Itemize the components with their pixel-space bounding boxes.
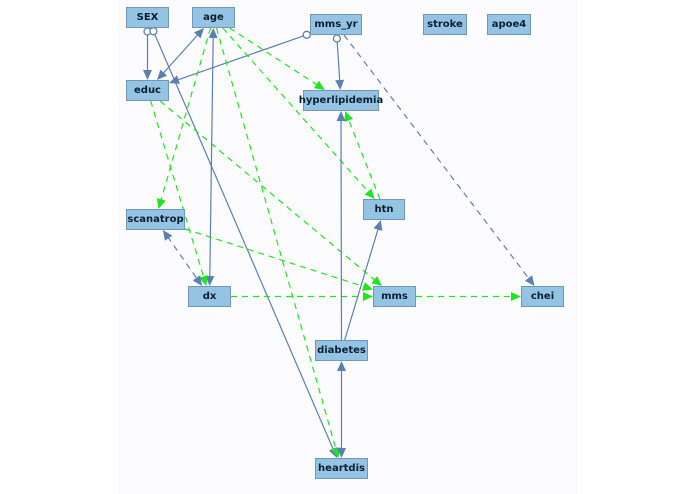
edge-age-to-heartdis-line xyxy=(215,27,337,451)
node-educ[interactable]: educ xyxy=(126,80,169,101)
node-dx[interactable]: dx xyxy=(188,286,231,307)
node-age[interactable]: age xyxy=(192,7,235,28)
edge-mms-yr-to-hyperlipidemia-line xyxy=(336,41,341,83)
edge-sex-to-educ[interactable] xyxy=(143,27,152,80)
edge-scanatrop-to-mms-line xyxy=(184,228,366,288)
node-mms[interactable]: mms xyxy=(373,286,416,307)
edge-diabetes-to-htn[interactable] xyxy=(344,220,383,341)
edge-mms-to-chei-head xyxy=(511,292,521,301)
edge-scanatrop-to-dx[interactable] xyxy=(162,230,203,286)
edge-diabetes-to-htn-line xyxy=(344,227,380,341)
edge-educ-to-dx-line xyxy=(150,100,205,279)
edge-sex-to-educ-head xyxy=(143,70,152,80)
edge-mms-yr-to-educ-head xyxy=(169,75,180,84)
edge-age-to-scanatrop-line xyxy=(160,27,212,202)
edge-mms-yr-to-hyperlipidemia-tail-circle xyxy=(332,34,342,43)
edge-dx-to-mms[interactable] xyxy=(231,292,373,301)
node-stroke[interactable]: stroke xyxy=(423,14,467,35)
edge-age-to-educ-head xyxy=(157,69,167,80)
node-hyperlipidemia[interactable]: hyperlipidemia xyxy=(299,90,383,111)
node-chei[interactable]: chei xyxy=(521,286,564,307)
edge-diabetes-to-htn-head xyxy=(373,220,383,231)
node-sex[interactable]: SEX xyxy=(126,7,169,28)
node-htn[interactable]: htn xyxy=(363,199,405,220)
edge-age-to-dx-tail-head xyxy=(208,28,218,39)
node-scanatrop[interactable]: scanatrop xyxy=(126,209,185,230)
edge-mms-yr-to-chei-line xyxy=(343,34,531,280)
edge-educ-to-dx[interactable] xyxy=(150,100,208,286)
edge-diabetes-to-heartdis-tail-head xyxy=(337,361,346,371)
edge-mms-yr-to-chei-head xyxy=(524,275,535,286)
edge-htn-to-hyperlipidemia-line xyxy=(347,118,381,200)
node-mms-yr[interactable]: mms_yr xyxy=(310,14,362,35)
edge-mms-yr-to-chei[interactable] xyxy=(343,34,535,286)
edge-mms-yr-to-educ-line xyxy=(176,35,304,81)
node-apoe4[interactable]: apoe4 xyxy=(487,14,531,35)
edge-diabetes-to-hyperlipidemia-line xyxy=(340,118,343,341)
edge-mms-yr-to-educ[interactable] xyxy=(169,30,311,84)
edge-sex-to-heartdis-line xyxy=(154,34,335,451)
edge-age-to-htn-head xyxy=(364,188,375,199)
edge-sex-to-heartdis-tail-circle xyxy=(149,27,158,36)
edge-dx-to-mms-head xyxy=(363,292,373,301)
edge-age-to-educ-line xyxy=(161,33,200,75)
edge-age-to-htn-line xyxy=(222,27,370,194)
edge-age-to-educ[interactable] xyxy=(157,28,204,80)
edge-mms-yr-to-hyperlipidemia[interactable] xyxy=(332,34,345,90)
edge-diabetes-to-heartdis-head xyxy=(337,448,346,458)
node-diabetes[interactable]: diabetes xyxy=(315,340,368,361)
edge-age-to-dx-head xyxy=(205,275,215,286)
edge-diabetes-to-hyperlipidemia[interactable] xyxy=(336,111,346,341)
edge-htn-to-hyperlipidemia[interactable] xyxy=(344,111,381,200)
node-heartdis[interactable]: heartdis xyxy=(315,458,368,479)
edge-mms-yr-to-hyperlipidemia-head xyxy=(335,79,345,90)
edge-educ-to-dx-head xyxy=(199,275,208,286)
edge-educ-to-mms[interactable] xyxy=(159,100,382,286)
edge-htn-to-hyperlipidemia-head xyxy=(344,111,353,122)
edge-scanatrop-to-mms-head xyxy=(362,282,373,291)
edge-age-to-scanatrop[interactable] xyxy=(156,27,212,209)
edge-scanatrop-to-mms[interactable] xyxy=(184,228,373,291)
edge-diabetes-to-heartdis[interactable] xyxy=(337,361,346,458)
edge-age-to-hyperlipidemia-head xyxy=(314,80,325,90)
edge-diabetes-to-hyperlipidemia-head xyxy=(336,111,346,121)
edge-scanatrop-to-dx-line xyxy=(167,236,198,280)
edge-age-to-scanatrop-head xyxy=(156,198,166,209)
edge-age-to-htn[interactable] xyxy=(222,27,375,199)
edge-age-to-dx-line xyxy=(209,35,214,279)
edge-age-to-educ-tail-head xyxy=(194,28,204,39)
edge-age-to-hyperlipidemia[interactable] xyxy=(229,27,325,90)
edge-educ-to-mms-head xyxy=(371,276,382,286)
edge-scanatrop-to-dx-tail-head xyxy=(162,230,173,241)
edge-educ-to-mms-line xyxy=(159,100,377,282)
edge-mms-to-chei[interactable] xyxy=(416,292,521,301)
edge-age-to-hyperlipidemia-line xyxy=(229,27,319,87)
edge-scanatrop-to-dx-head xyxy=(192,275,203,286)
